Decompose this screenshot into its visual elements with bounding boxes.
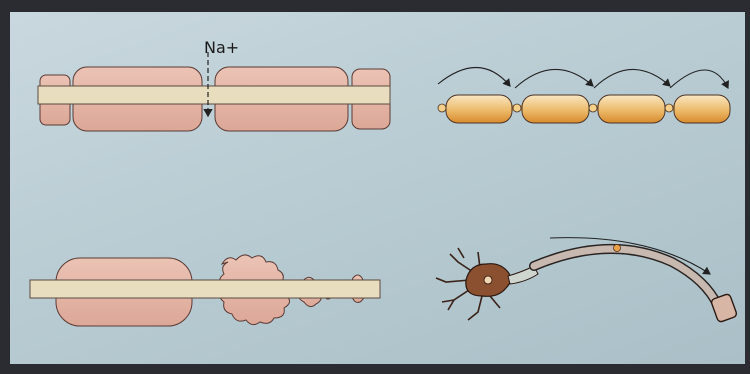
myelin-segment xyxy=(522,95,589,123)
jump-arrow xyxy=(594,69,670,88)
myelinated-axon-cross-section xyxy=(38,52,390,131)
nucleus xyxy=(484,276,492,284)
jump-arrow xyxy=(438,67,510,86)
node-of-ranvier xyxy=(438,104,446,112)
node-of-ranvier xyxy=(665,104,673,112)
textbook-page: Na+ xyxy=(10,12,745,364)
node-of-ranvier xyxy=(589,104,597,112)
demyelinated-axon xyxy=(30,255,380,326)
myelinated-axon-inner xyxy=(534,249,718,306)
axon xyxy=(38,86,390,104)
axon xyxy=(30,280,380,298)
jump-arrow xyxy=(670,70,728,88)
myelin-segment xyxy=(674,95,730,123)
node-of-ranvier xyxy=(513,104,521,112)
figure-illustrations xyxy=(10,12,745,364)
node-highlight xyxy=(614,245,621,252)
jump-arrow xyxy=(515,69,593,88)
myelin-segment xyxy=(598,95,665,123)
neuron-with-myelinated-axon xyxy=(436,238,738,323)
myelin-segment xyxy=(446,95,512,123)
saltatory-conduction xyxy=(438,67,730,123)
sodium-ion-label: Na+ xyxy=(204,38,239,57)
